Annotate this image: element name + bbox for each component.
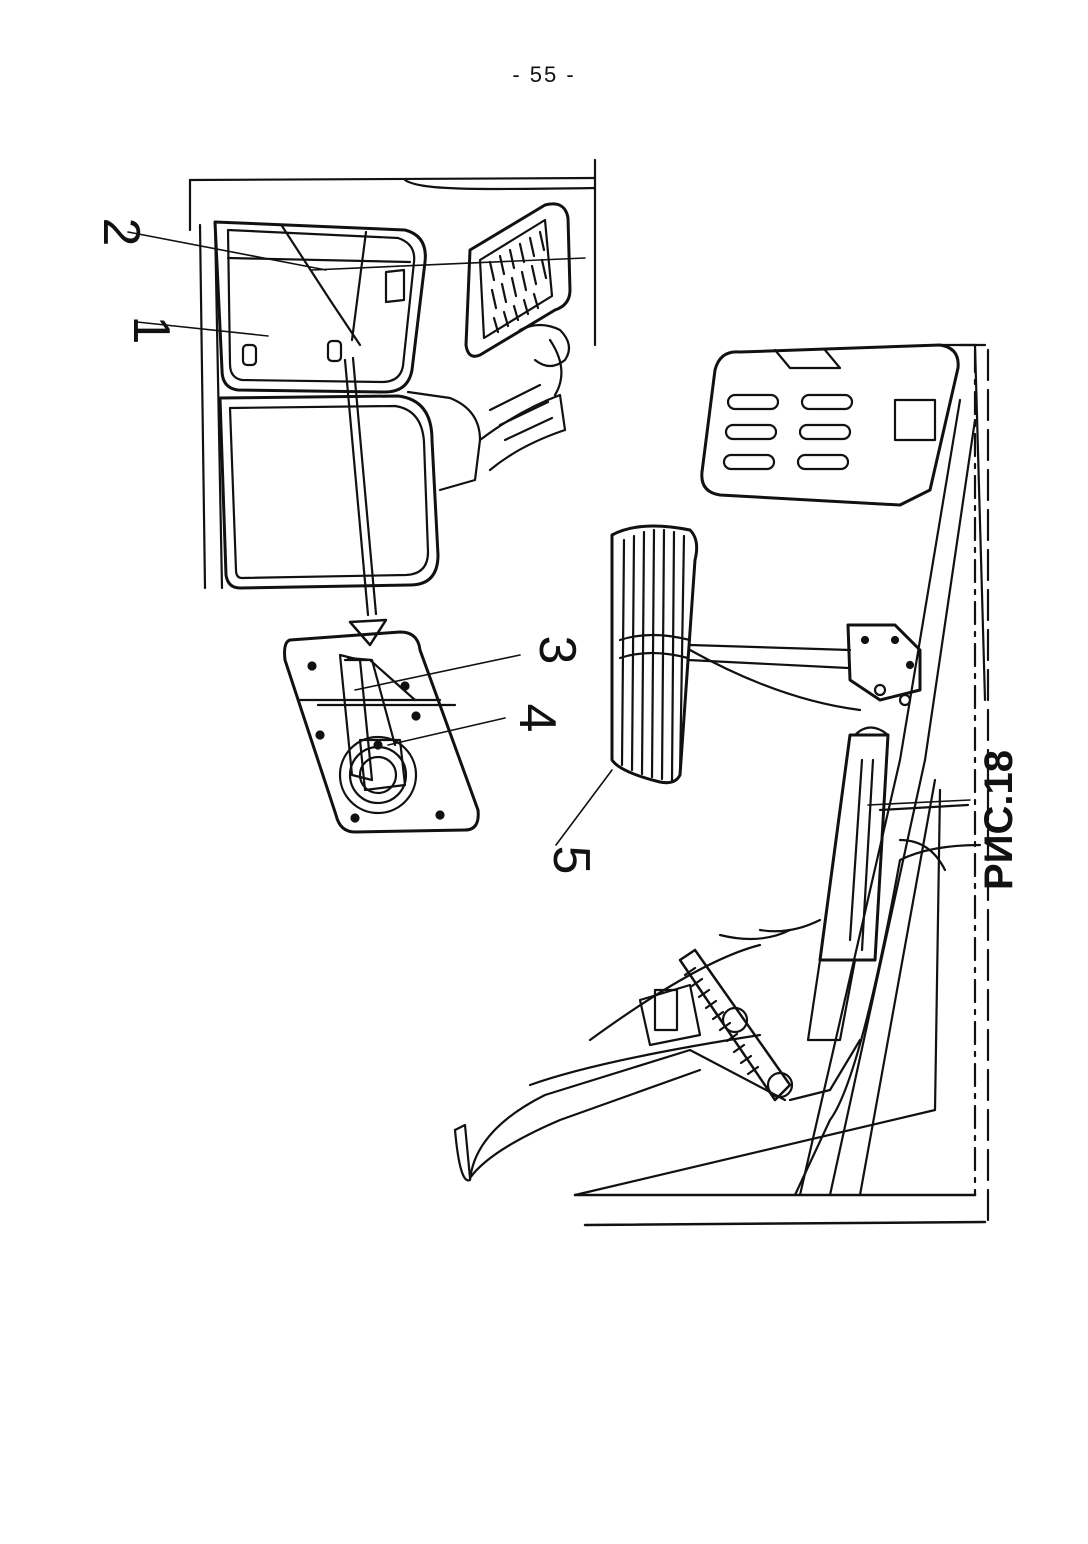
pedal-assembly	[453, 343, 990, 1227]
detail-arrow	[343, 356, 388, 647]
callout-1: 1	[122, 316, 180, 345]
page-number: - 55 -	[512, 62, 576, 87]
callout-3: 3	[528, 636, 586, 665]
callout-2: 2	[92, 218, 150, 247]
callout-4: 4	[508, 704, 566, 733]
callout-5: 5	[542, 846, 600, 875]
latch-detail	[283, 630, 480, 834]
figure-caption: РИС.18	[977, 750, 1021, 890]
callouts: 1 2 3 4 5	[92, 218, 600, 875]
cab-drawing	[188, 158, 597, 590]
leader-lines	[127, 231, 971, 846]
